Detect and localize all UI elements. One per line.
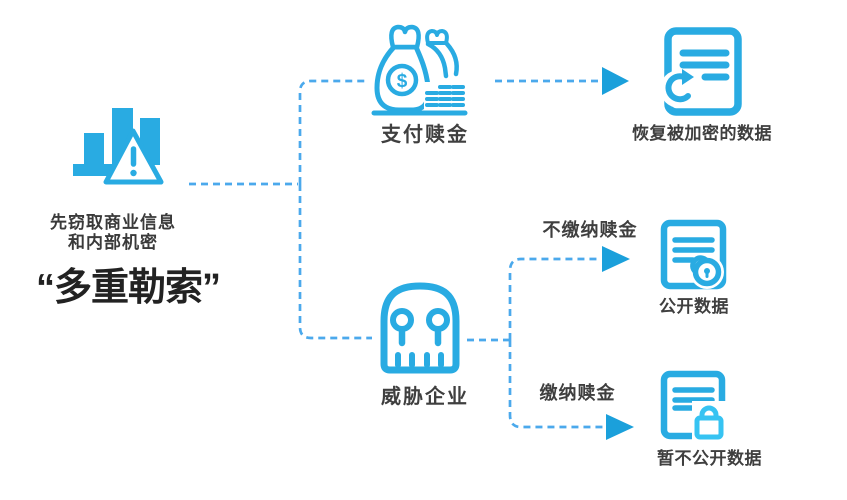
connector-pay-branch [508,340,603,429]
chart-warning-icon [73,108,164,185]
money-bags-icon: $ [371,24,468,116]
arrowhead-recover-icon [602,67,629,95]
dollar-sign-icon: $ [397,71,408,92]
refuse-pay-branch-label: 不缴纳赎金 [542,220,638,240]
connector-branch-up [298,79,366,184]
source-caption-line1: 先窃取商业信息 [50,213,176,232]
pay-branch-label: 缴纳赎金 [539,383,616,403]
connector-refuse-branch [508,257,599,340]
pay-ransom-label: 支付赎金 [381,124,469,146]
skull-icon [380,282,460,374]
diagram-title: “多重勒索” [35,267,221,309]
document-lock-icon [660,370,729,442]
arrowhead-withhold-icon [606,414,634,440]
document-unlock-icon [660,219,727,290]
threaten-enterprise-label: 威胁企业 [381,386,469,408]
arrowhead-publish-icon [602,246,630,272]
withhold-data-label: 暂不公开数据 [657,449,762,468]
source-caption-line2: 和内部机密 [68,233,158,252]
document-restore-icon [660,27,742,116]
connector-branch-down [298,184,372,340]
source-caption: 先窃取商业信息 和内部机密 [18,213,208,253]
publish-data-label: 公开数据 [659,297,729,316]
recover-data-label: 恢复被加密的数据 [632,124,772,143]
